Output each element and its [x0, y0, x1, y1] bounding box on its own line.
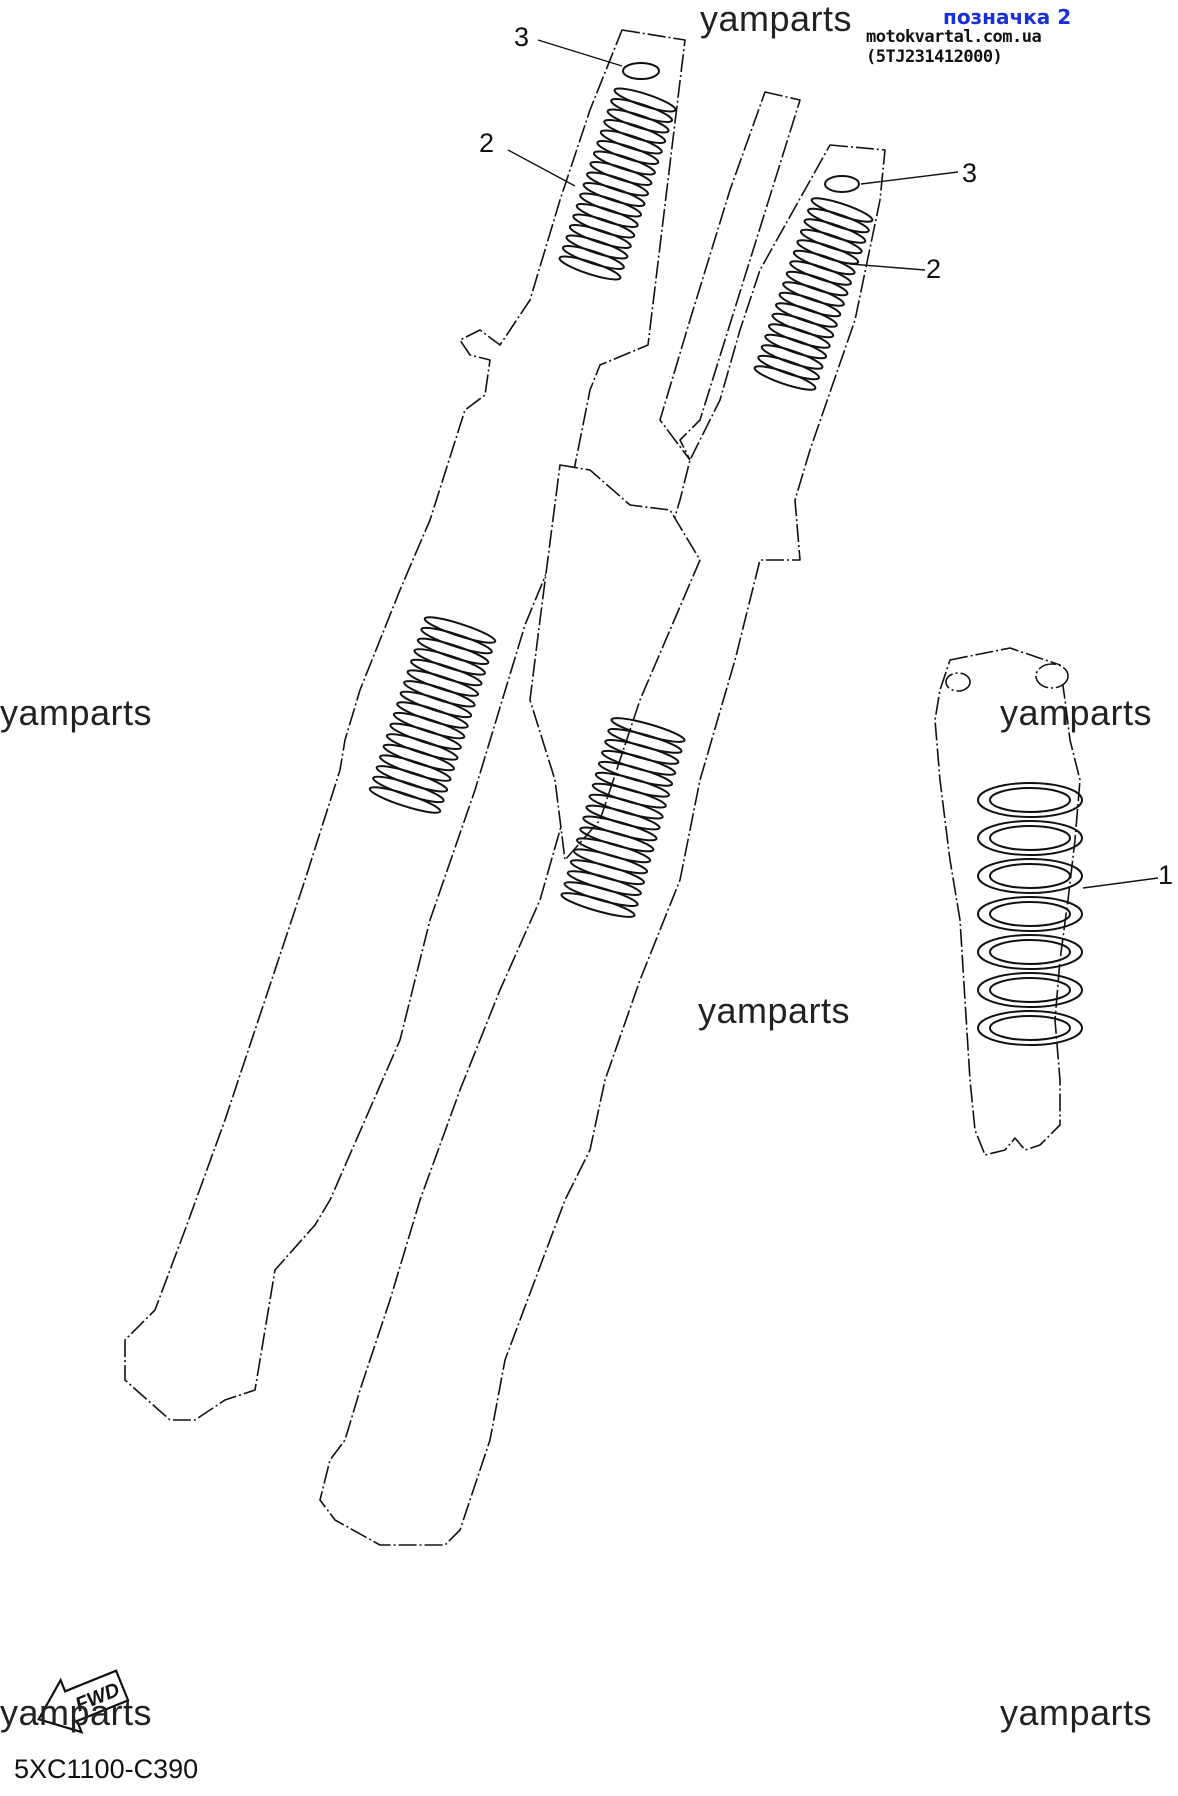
callout-label-2-right: 2 — [926, 254, 942, 284]
marker-label: позначка 2 — [943, 5, 1072, 29]
leader-line-2-left — [507, 149, 576, 187]
leader-line-3-right — [860, 171, 959, 185]
fork-spring-upper-left — [558, 87, 677, 281]
watermark: yamparts — [698, 990, 851, 1031]
forward-arrow-icon: FWD — [37, 1669, 130, 1734]
washer-right — [824, 175, 860, 193]
callout-label-3-left: 3 — [514, 22, 530, 52]
fork-spring-lower-right — [560, 717, 686, 918]
rear-shock-body — [934, 647, 1081, 1156]
callout-label-3-right: 3 — [962, 158, 978, 188]
diagram-code: 5XC1100-C390 — [14, 1754, 199, 1784]
watermark: yamparts — [0, 1692, 153, 1733]
watermark: yamparts — [700, 0, 853, 39]
leader-line-1 — [1082, 877, 1159, 889]
callout-label-2-left: 2 — [479, 128, 495, 158]
rear-shock-spring — [977, 782, 1083, 1046]
site-reference: motokvartal.com.ua (5TJ231412000) — [866, 27, 1042, 67]
fork-spring-upper-right — [753, 197, 874, 391]
watermark: yamparts — [1000, 692, 1153, 733]
watermark: yamparts — [0, 692, 153, 733]
watermark: yamparts — [1000, 1692, 1153, 1733]
callout-label-1: 1 — [1158, 860, 1174, 890]
leader-line-2-right — [849, 263, 926, 271]
fork-spring-lower-left — [368, 616, 497, 814]
right-fork-leg — [319, 144, 886, 1546]
coil-springs — [368, 87, 1083, 1046]
washer-left — [622, 62, 660, 80]
leader-line-3-left — [537, 39, 623, 67]
